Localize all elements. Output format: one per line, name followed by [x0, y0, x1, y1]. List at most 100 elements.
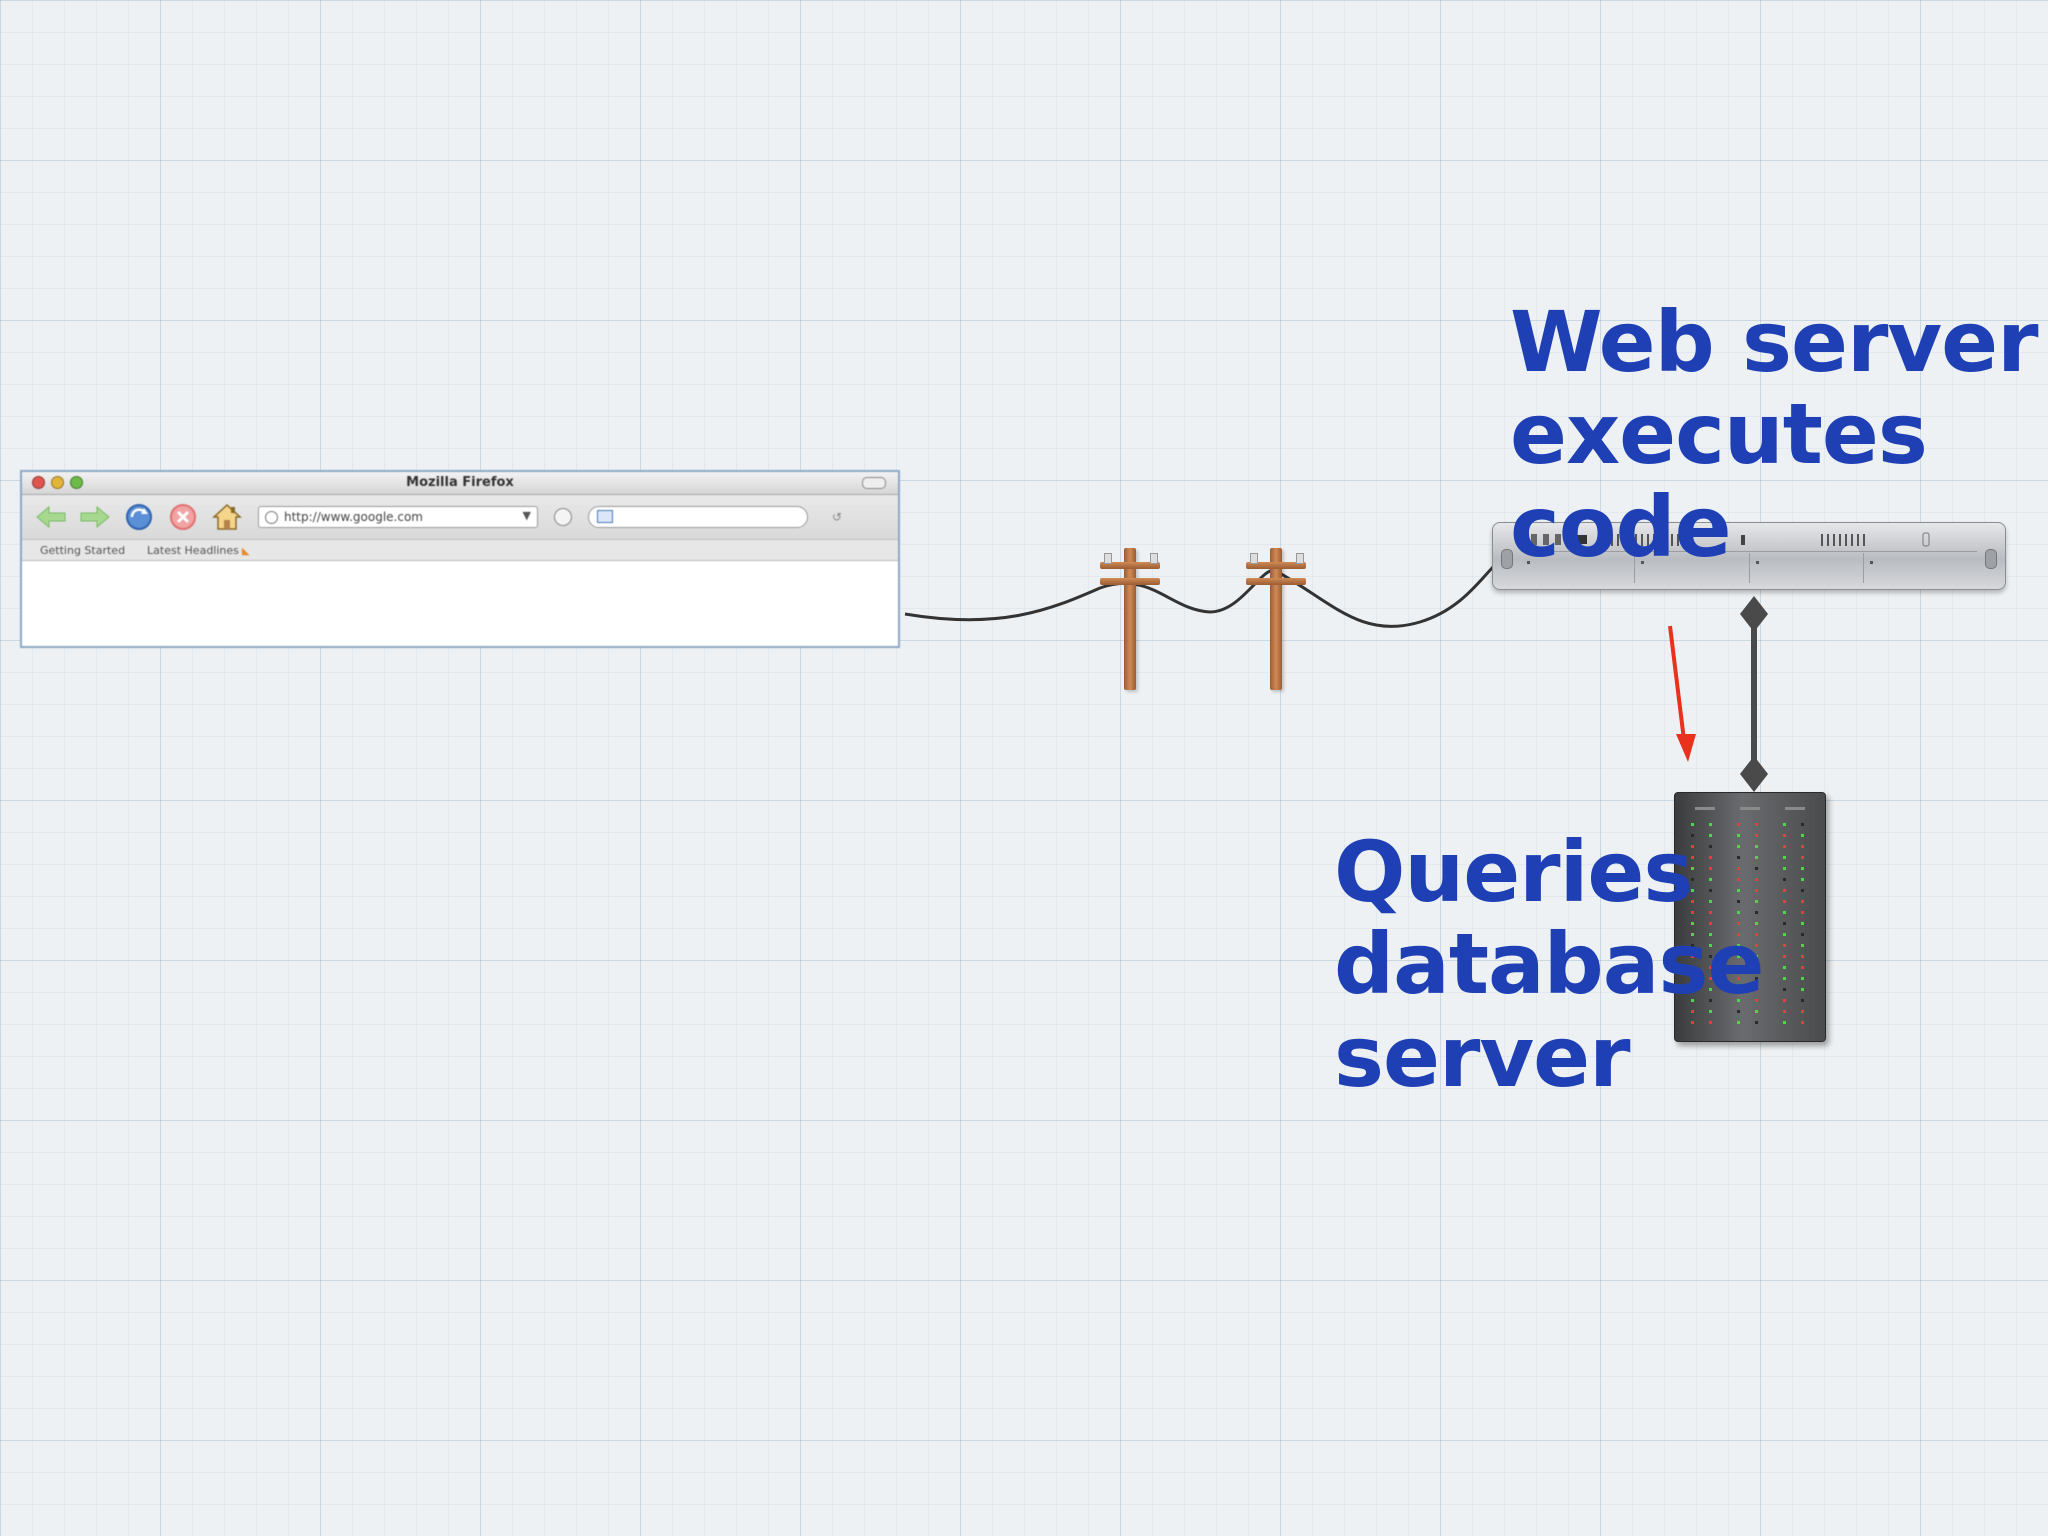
status-led — [1755, 845, 1758, 848]
drive-bay — [1635, 553, 1750, 583]
status-led — [1783, 955, 1786, 958]
status-led — [1709, 911, 1712, 914]
status-led — [1755, 878, 1758, 881]
status-led — [1755, 911, 1758, 914]
url-field[interactable]: http://www.google.com ▼ — [258, 506, 538, 528]
status-led — [1801, 889, 1804, 892]
status-led — [1709, 944, 1712, 947]
navigation-toolbar: http://www.google.com ▼ ↺ — [22, 495, 898, 540]
bookmark-latest-headlines[interactable]: Latest Headlines◣ — [147, 544, 250, 557]
status-led — [1801, 856, 1804, 859]
status-led — [1801, 823, 1804, 826]
database-label-line: database — [1334, 915, 1764, 1014]
telephone-pole-icon — [1246, 548, 1306, 690]
status-led — [1801, 911, 1804, 914]
status-led — [1801, 1010, 1804, 1013]
status-led — [1801, 988, 1804, 991]
status-led — [1709, 922, 1712, 925]
close-window-icon[interactable] — [32, 476, 45, 489]
status-led — [1691, 878, 1694, 881]
status-led — [1755, 955, 1758, 958]
status-led — [1801, 999, 1804, 1002]
status-led — [1709, 977, 1712, 980]
database-label-line: server — [1334, 1007, 1631, 1106]
back-arrow-icon[interactable] — [34, 500, 68, 534]
status-led — [1737, 867, 1740, 870]
zoom-window-icon[interactable] — [70, 476, 83, 489]
chevron-down-icon[interactable]: ▼ — [522, 509, 531, 522]
status-led — [1783, 922, 1786, 925]
status-led — [1709, 867, 1712, 870]
status-led — [1691, 944, 1694, 947]
status-led — [1709, 856, 1712, 859]
status-led — [1737, 966, 1740, 969]
forward-arrow-icon[interactable] — [78, 500, 112, 534]
status-led — [1709, 834, 1712, 837]
status-led — [1737, 1021, 1740, 1024]
status-led — [1801, 867, 1804, 870]
search-go-icon[interactable]: ↺ — [832, 510, 843, 524]
stop-icon[interactable] — [166, 500, 200, 534]
status-led — [1709, 999, 1712, 1002]
drive-bay — [1521, 553, 1636, 583]
status-led — [1709, 966, 1712, 969]
status-led — [1709, 900, 1712, 903]
status-led — [1737, 856, 1740, 859]
status-led — [1691, 999, 1694, 1002]
status-led — [1783, 889, 1786, 892]
database-label-line: Queries — [1334, 823, 1693, 921]
status-led — [1737, 944, 1740, 947]
bookmark-getting-started[interactable]: Getting Started — [40, 543, 126, 557]
browser-window: Mozilla Firefox http://www.google.com ▼ … — [20, 470, 900, 648]
go-icon[interactable] — [554, 508, 572, 526]
status-led — [1737, 999, 1740, 1002]
status-led — [1709, 878, 1712, 881]
status-led — [1691, 867, 1694, 870]
status-led — [1737, 911, 1740, 914]
page-content — [22, 561, 898, 645]
status-led — [1691, 933, 1694, 936]
status-led — [1691, 1010, 1694, 1013]
reload-icon[interactable] — [122, 500, 156, 534]
telephone-pole-icon — [1100, 548, 1160, 690]
status-led — [1691, 955, 1694, 958]
status-led — [1783, 834, 1786, 837]
status-led — [1755, 944, 1758, 947]
status-led — [1691, 900, 1694, 903]
status-led — [1801, 955, 1804, 958]
status-led — [1709, 823, 1712, 826]
web-server-icon — [1492, 522, 2006, 590]
status-led — [1691, 823, 1694, 826]
status-led — [1737, 834, 1740, 837]
status-led — [1691, 966, 1694, 969]
status-led — [1709, 933, 1712, 936]
url-text: http://www.google.com — [284, 510, 423, 524]
status-led — [1737, 955, 1740, 958]
status-led — [1737, 933, 1740, 936]
status-led — [1691, 911, 1694, 914]
status-led — [1783, 999, 1786, 1002]
status-led — [1737, 977, 1740, 980]
web-server-label-line: Web server — [1510, 293, 2039, 391]
network-cable — [904, 564, 1496, 628]
status-led — [1755, 966, 1758, 969]
status-led — [1737, 878, 1740, 881]
status-led — [1709, 1021, 1712, 1024]
status-led — [1801, 878, 1804, 881]
home-icon[interactable] — [210, 500, 244, 534]
status-led — [1755, 977, 1758, 980]
database-label: Queries database server — [1334, 823, 1764, 1106]
status-led — [1737, 988, 1740, 991]
web-server-label-line: executes code — [1510, 385, 1928, 576]
status-led — [1801, 966, 1804, 969]
title-bar: Mozilla Firefox — [22, 472, 898, 495]
status-led — [1783, 1021, 1786, 1024]
status-led — [1801, 845, 1804, 848]
status-led — [1709, 1010, 1712, 1013]
toolbar-toggle-icon[interactable] — [862, 477, 886, 489]
search-engine-icon[interactable] — [597, 510, 613, 523]
status-led — [1737, 889, 1740, 892]
minimize-window-icon[interactable] — [51, 476, 64, 489]
status-led — [1755, 988, 1758, 991]
search-field[interactable] — [588, 506, 808, 528]
